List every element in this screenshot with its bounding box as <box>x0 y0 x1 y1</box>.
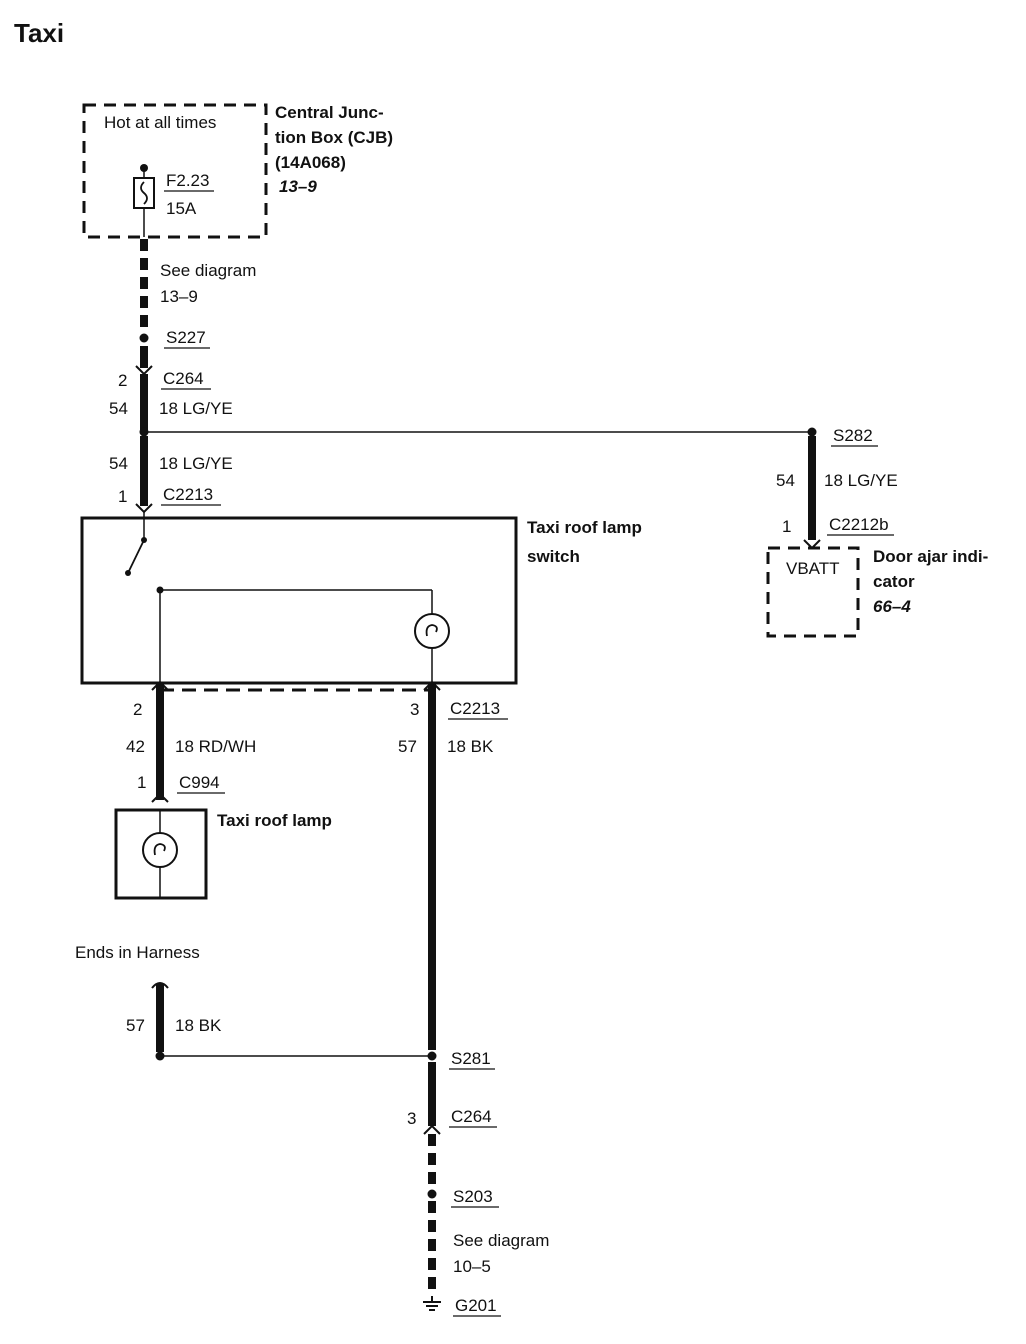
fuse-element-icon <box>140 181 148 205</box>
left-out-gauge-color: 18 RD/WH <box>175 737 256 756</box>
switch-blade-icon <box>127 539 145 574</box>
right-out-pin: 3 <box>410 700 419 719</box>
s227-label: S227 <box>166 328 206 347</box>
harness-gauge-color: 18 BK <box>175 1016 222 1035</box>
see-diagram-bottom: See diagram <box>453 1231 549 1250</box>
switch-feed-pin: 1 <box>118 487 127 506</box>
vbatt-label: VBATT <box>786 559 840 578</box>
cjb-ref: 13–9 <box>279 177 317 196</box>
right-out-gauge-color: 18 BK <box>447 737 494 756</box>
door-ajar-box <box>766 546 860 638</box>
branch-circuit: 54 <box>776 471 795 490</box>
connector-left-out-icon <box>151 680 169 691</box>
door-ajar-ref: 66–4 <box>873 597 911 616</box>
s282-label: S282 <box>833 426 873 445</box>
taxi-roof-lamp-switch-box <box>80 516 518 685</box>
taxi-roof-lamp-name: Taxi roof lamp <box>217 811 332 830</box>
top-gauge-color: 18 LG/YE <box>159 399 233 418</box>
door-ajar-name-line2: cator <box>873 572 915 591</box>
c2212b-pin: 1 <box>782 517 791 536</box>
lamp-connector: C994 <box>179 773 220 792</box>
page-title: Taxi <box>14 18 64 48</box>
c264-bottom-label: C264 <box>451 1107 492 1126</box>
splice-s282 <box>807 427 817 437</box>
c264-top-pin: 2 <box>118 371 127 390</box>
lamp-filament-icon <box>153 843 166 856</box>
cjb-hot-label: Hot at all times <box>104 113 216 132</box>
g201-label: G201 <box>455 1296 497 1315</box>
c2212b-label: C2212b <box>829 515 889 534</box>
see-diagram-bottom-ref: 10–5 <box>453 1257 491 1276</box>
taxi-roof-lamp-box <box>114 808 208 900</box>
see-diagram-top-ref: 13–9 <box>160 287 198 306</box>
ground-icon <box>423 1296 441 1311</box>
switch-feed-circuit: 54 <box>109 454 128 473</box>
left-out-circuit: 42 <box>126 737 145 756</box>
door-ajar-name-line1: Door ajar indi- <box>873 547 988 566</box>
indicator-filament-icon <box>425 624 438 637</box>
connector-right-out-icon <box>423 680 441 691</box>
splice-s227 <box>139 333 149 343</box>
switch-feed-connector: C2213 <box>163 485 213 504</box>
right-out-circuit: 57 <box>398 737 417 756</box>
cjb-name-line1: Central Junc- <box>275 103 384 122</box>
see-diagram-top: See diagram <box>160 261 256 280</box>
connector-c264-bottom-icon <box>423 1124 441 1135</box>
s281-label: S281 <box>451 1049 491 1068</box>
indicator-bulb-icon <box>414 613 450 649</box>
switch-contact-pivot <box>125 570 131 576</box>
splice-s281 <box>427 1051 437 1061</box>
connector-c994-icon <box>151 792 169 803</box>
top-circuit: 54 <box>109 399 128 418</box>
cjb-name-line2: tion Box (CJB) <box>275 128 393 147</box>
s203-label: S203 <box>453 1187 493 1206</box>
harness-circuit: 57 <box>126 1016 145 1035</box>
splice-s203 <box>427 1189 437 1199</box>
left-out-pin: 2 <box>133 700 142 719</box>
switch-name-line1: Taxi roof lamp <box>527 518 642 537</box>
switch-name-line2: switch <box>527 547 580 566</box>
cjb-part-no: (14A068) <box>275 153 346 172</box>
fuse-rating: 15A <box>166 199 197 218</box>
branch-gauge-color: 18 LG/YE <box>824 471 898 490</box>
fuse-id: F2.23 <box>166 171 209 190</box>
c264-top-label: C264 <box>163 369 204 388</box>
harness-label: Ends in Harness <box>75 943 200 962</box>
harness-end-icon <box>151 982 169 989</box>
lamp-pin: 1 <box>137 773 146 792</box>
cjb-box <box>82 103 268 239</box>
switch-feed-gauge-color: 18 LG/YE <box>159 454 233 473</box>
right-out-connector: C2213 <box>450 699 500 718</box>
c264-bottom-pin: 3 <box>407 1109 416 1128</box>
lamp-bulb-icon <box>142 832 178 868</box>
